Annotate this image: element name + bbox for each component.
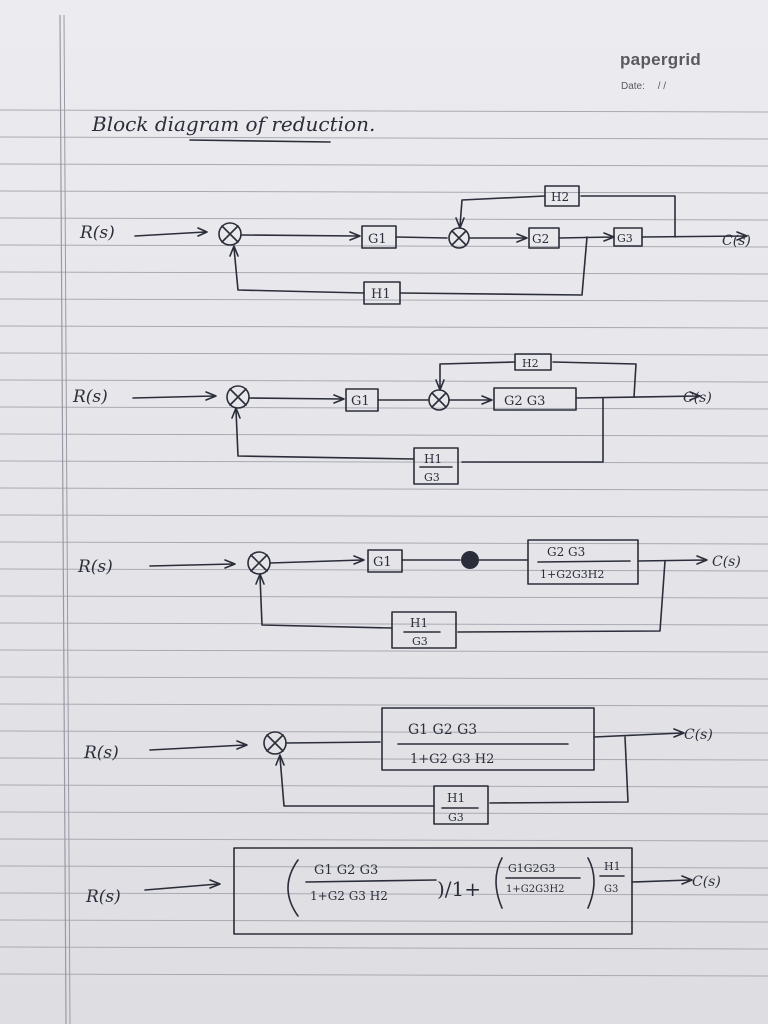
diagram-1: R(s) G1 G2 G3 C(s) H2 H1 bbox=[79, 185, 751, 305]
d4-h1-num: H1 bbox=[447, 791, 465, 805]
d1-g3-label: G3 bbox=[617, 232, 633, 245]
d1-g2-label: G2 bbox=[532, 232, 549, 246]
d5-open-paren bbox=[287, 859, 299, 917]
d5-c-den: G3 bbox=[604, 884, 618, 895]
d5-a-num: G1 G2 G3 bbox=[314, 863, 378, 878]
d3-h1-den: G3 bbox=[412, 635, 428, 648]
d3-crossed-out-junction bbox=[461, 551, 479, 569]
d5-b-den: 1+G2G3H2 bbox=[506, 884, 565, 895]
d5-c-num: H1 bbox=[604, 860, 621, 873]
d4-tf-num: G1 G2 G3 bbox=[408, 722, 477, 738]
d1-output-label: C(s) bbox=[722, 233, 751, 249]
page-title: Block diagram of reduction. bbox=[91, 112, 375, 136]
brand-logo-text: papergrid bbox=[620, 50, 702, 69]
diagram-4: R(s) G1 G2 G3 1+G2 G3 H2 C(s) H1 G3 bbox=[83, 707, 713, 825]
d1-h1-label: H1 bbox=[371, 287, 391, 302]
d3-block-closed-loop bbox=[527, 539, 639, 585]
d2-g1-label: G1 bbox=[351, 394, 370, 409]
d5-close-paren-2 bbox=[587, 857, 595, 909]
d2-h1-den: G3 bbox=[424, 471, 440, 484]
d4-block-closed-loop bbox=[381, 707, 595, 771]
d2-block-g2g3 bbox=[493, 387, 577, 411]
diagram-2: R(s) G1 G2 G3 C(s) H2 H1 G3 bbox=[72, 353, 712, 485]
d2-h1-num: H1 bbox=[424, 452, 442, 466]
d1-summing-junction-1 bbox=[218, 222, 242, 246]
d2-summing-junction-1 bbox=[226, 385, 250, 409]
d5-output-label: C(s) bbox=[692, 874, 721, 890]
d4-output-label: C(s) bbox=[684, 727, 713, 743]
d5-slash-one-plus: )/1+ bbox=[437, 877, 481, 901]
d3-block-g1 bbox=[367, 549, 403, 573]
d3-block-h1-over-g3 bbox=[391, 611, 457, 649]
d3-g1-label: G1 bbox=[373, 555, 392, 570]
d3-input-label: R(s) bbox=[77, 557, 113, 577]
date-label: Date: bbox=[621, 81, 645, 92]
date-field: Date: / / bbox=[621, 81, 666, 92]
d3-output-label: C(s) bbox=[712, 554, 741, 570]
d2-h2-label: H2 bbox=[522, 357, 539, 370]
d5-b-num: G1G2G3 bbox=[508, 862, 555, 875]
d5-input-label: R(s) bbox=[85, 887, 121, 907]
diagram-5: R(s) G1 G2 G3 1+G2 G3 H2 )/1+ G1G2G3 1+G… bbox=[85, 847, 721, 935]
d2-output-label: C(s) bbox=[683, 390, 712, 406]
title-underline bbox=[189, 139, 331, 143]
d3-tf-num: G2 G3 bbox=[547, 545, 585, 559]
d3-h1-num: H1 bbox=[410, 616, 428, 630]
d4-input-label: R(s) bbox=[83, 743, 119, 763]
d2-g2g3-label: G2 G3 bbox=[504, 394, 545, 409]
d1-input-label: R(s) bbox=[79, 223, 115, 243]
d5-block-overall-tf bbox=[233, 847, 633, 935]
d5-open-paren-2 bbox=[495, 857, 503, 909]
d3-tf-den: 1+G2G3H2 bbox=[540, 568, 604, 581]
d1-h2-label: H2 bbox=[551, 190, 569, 204]
diagram-3: R(s) G1 G2 G3 1+G2G3H2 C(s) H1 G3 bbox=[77, 539, 741, 649]
d2-block-h1-over-g3 bbox=[413, 447, 459, 485]
d2-input-label: R(s) bbox=[72, 387, 108, 407]
d4-tf-den: 1+G2 G3 H2 bbox=[410, 752, 494, 767]
date-slashes: / / bbox=[657, 81, 667, 92]
d4-block-h1-over-g3 bbox=[433, 785, 489, 825]
d1-g1-label: G1 bbox=[368, 232, 387, 247]
d5-a-den: 1+G2 G3 H2 bbox=[310, 889, 388, 903]
d4-h1-den: G3 bbox=[448, 811, 464, 824]
